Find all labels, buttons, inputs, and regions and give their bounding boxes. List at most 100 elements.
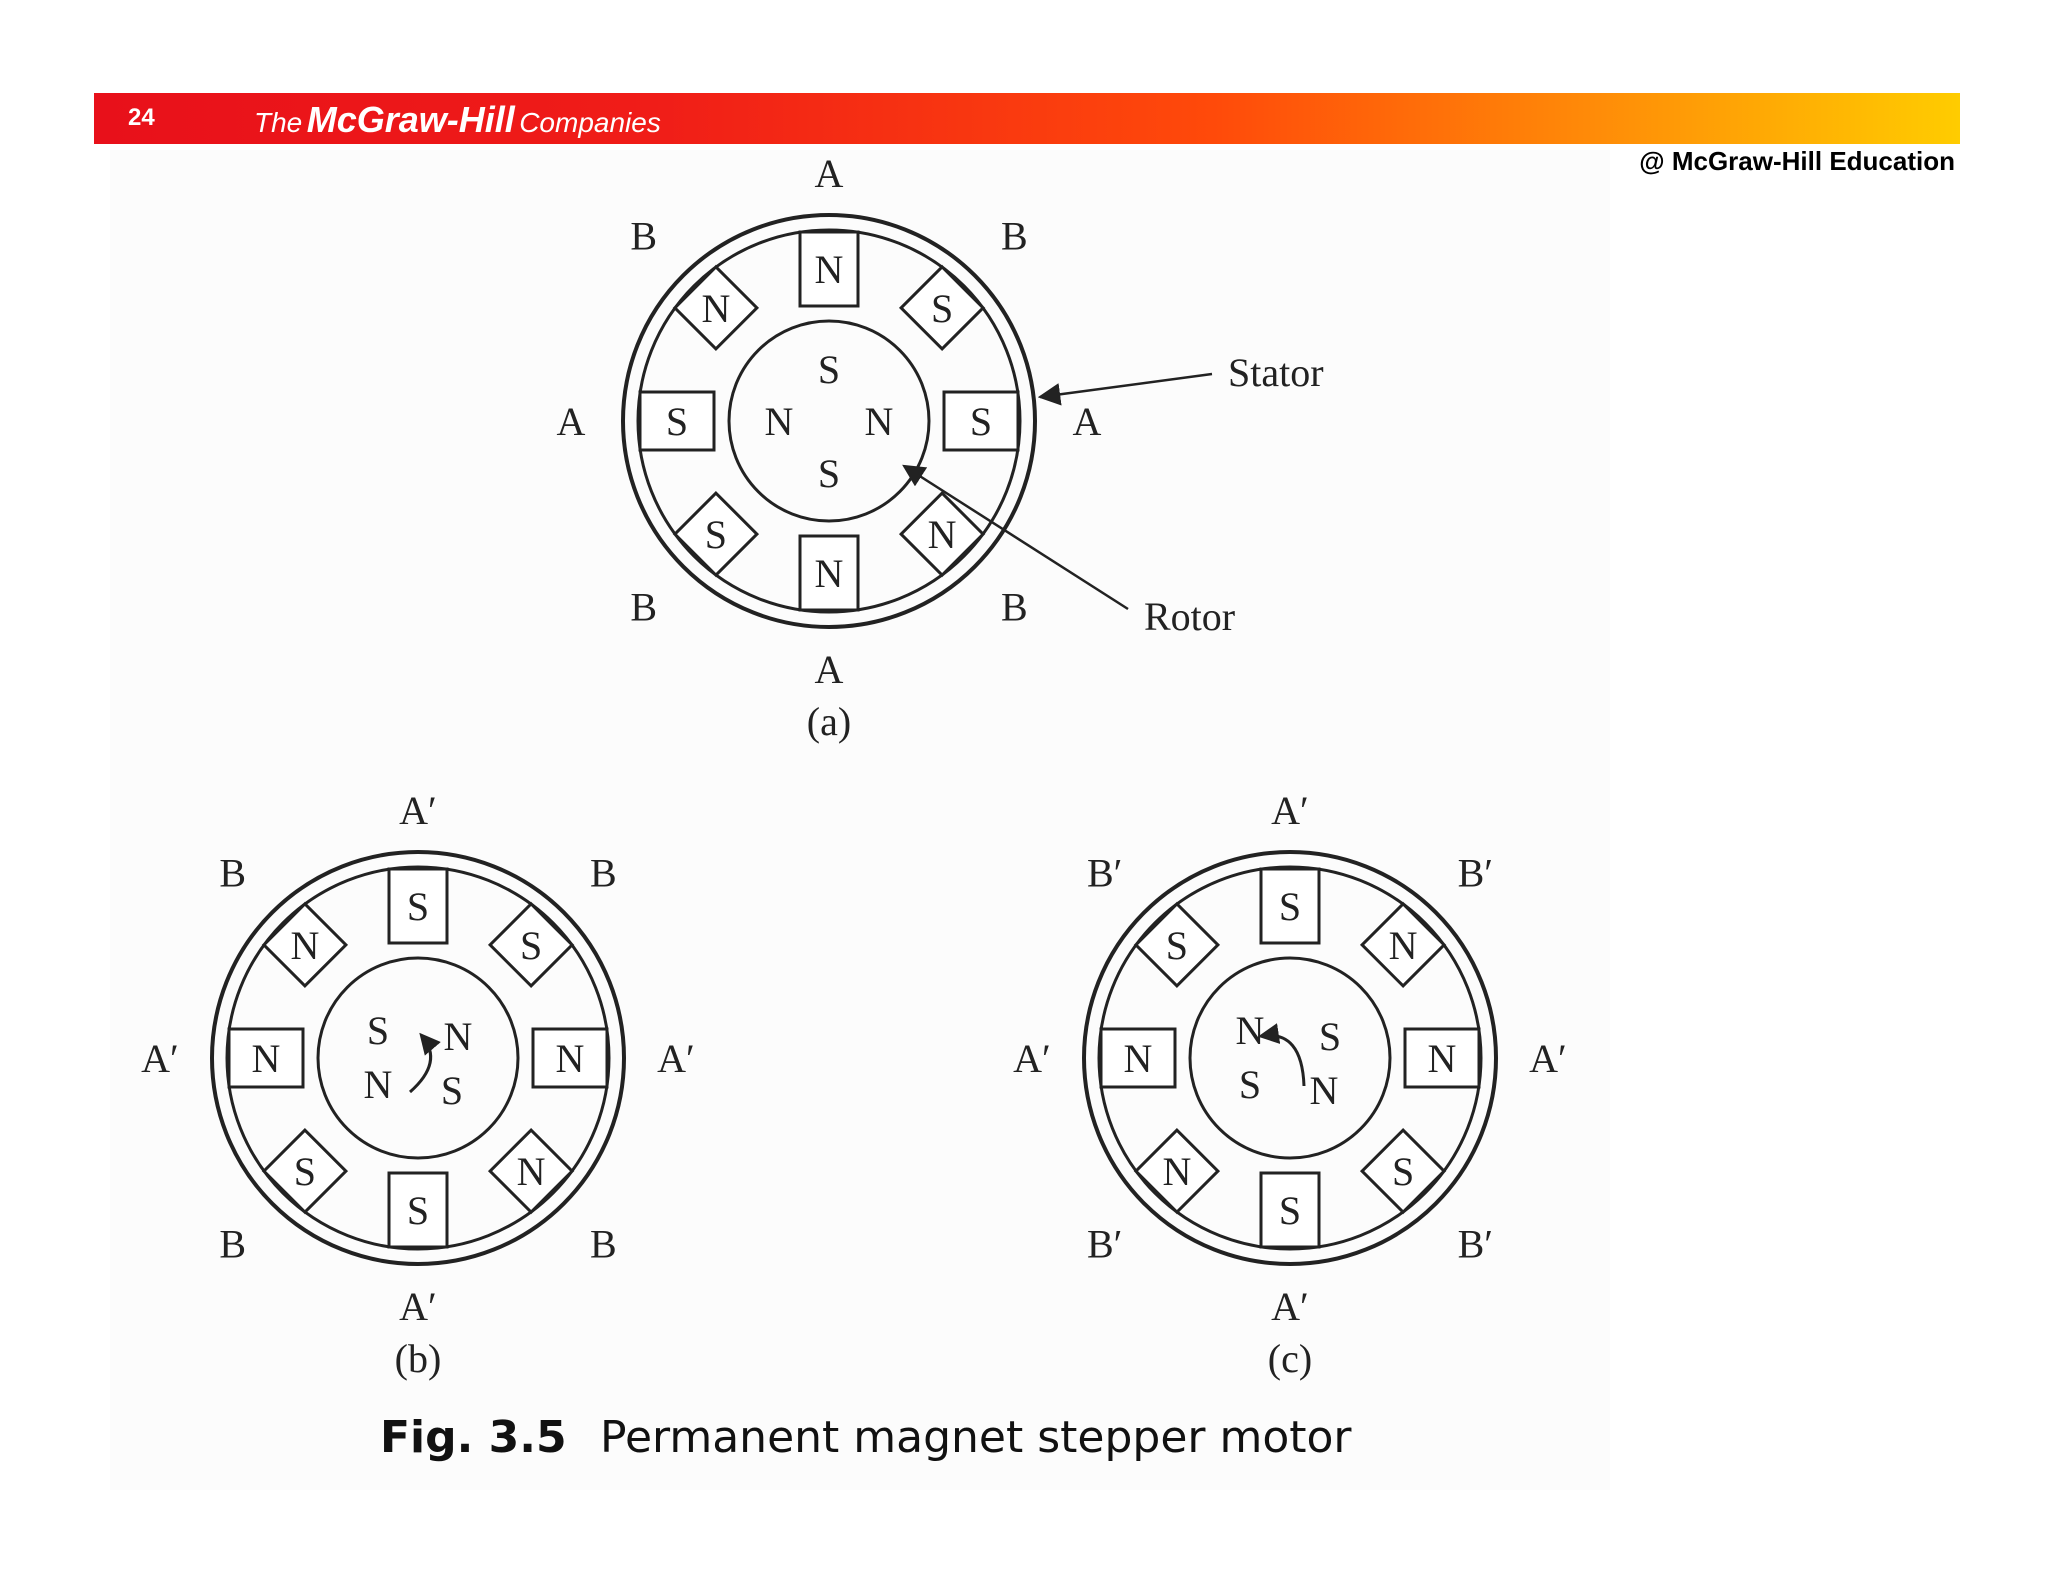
pole-box — [1099, 1027, 1177, 1089]
rotor-pole-lower-right: N — [1310, 1068, 1339, 1113]
pole-box — [261, 1127, 349, 1215]
pole-label: N — [556, 1036, 585, 1081]
winding-label-right: A — [1073, 399, 1102, 444]
rotor-pole-upper-right: S — [1319, 1014, 1341, 1059]
pole-box — [487, 1127, 575, 1215]
pole-box — [1359, 901, 1447, 989]
rotor-circle — [316, 956, 520, 1160]
pole-label: S — [970, 399, 992, 444]
winding-label-top-left: B — [219, 851, 246, 896]
winding-label-left: A′ — [141, 1036, 179, 1081]
pole-label: N — [1124, 1036, 1153, 1081]
rotor-pole-upper-left: N — [1236, 1008, 1265, 1053]
stator-pole-right: N — [531, 1027, 609, 1089]
stator-label: Stator — [1228, 350, 1324, 395]
page-number: 24 — [128, 104, 155, 131]
rotor-pole-lower-left: N — [364, 1062, 393, 1107]
winding-label-bottom: A′ — [1271, 1284, 1309, 1329]
stator-pole-bottom-left: S — [261, 1127, 349, 1215]
pole-box — [227, 1027, 305, 1089]
stator-pole-left: N — [1099, 1027, 1177, 1089]
stator-pole-top-left: S — [1133, 901, 1221, 989]
winding-label-bottom-left: B — [219, 1221, 246, 1266]
pole-box — [261, 901, 349, 989]
pole-box — [942, 390, 1020, 452]
pole-label: S — [1279, 884, 1301, 929]
winding-label-left: A — [557, 399, 586, 444]
motor-caption: (a) — [807, 699, 851, 744]
winding-label-top-right: B′ — [1458, 851, 1493, 896]
stator-outer-ring — [621, 213, 1037, 629]
rotor-circle — [727, 319, 931, 523]
pole-label: N — [815, 247, 844, 292]
winding-label-top: A′ — [1271, 788, 1309, 833]
stator-pole-bottom-left: S — [672, 490, 760, 578]
stator-inner-ring — [1097, 865, 1483, 1251]
stator-pole-top-right: S — [898, 264, 986, 352]
stator-outer-ring — [210, 850, 626, 1266]
stator-pole-left: S — [638, 390, 716, 452]
header-bar: 24 The McGraw-Hill Companies — [94, 93, 1960, 144]
pole-label: N — [1389, 923, 1418, 968]
figure-title: Permanent magnet stepper motor — [600, 1412, 1352, 1463]
pole-box — [487, 901, 575, 989]
stator-pole-top-right: S — [487, 901, 575, 989]
winding-label-bottom-right: B — [1001, 584, 1028, 629]
winding-label-bottom-left: B′ — [1087, 1221, 1122, 1266]
logo-brand: McGraw-Hill — [306, 99, 515, 140]
rotor-pole-upper-right: N — [444, 1014, 473, 1059]
stator-pole-top: N — [798, 230, 860, 308]
winding-label-right: A′ — [657, 1036, 695, 1081]
copyright-notice: @ McGraw-Hill Education — [1639, 146, 1955, 176]
pole-box — [1259, 867, 1321, 945]
pole-label: N — [928, 512, 957, 557]
rotor-pole-left: N — [765, 399, 794, 444]
logo-suffix: Companies — [519, 107, 661, 138]
rotor-pole-top: S — [818, 347, 840, 392]
winding-label-right: A′ — [1529, 1036, 1567, 1081]
pole-box — [672, 490, 760, 578]
stator-pole-right: N — [1403, 1027, 1481, 1089]
stator-pole-bottom-left: N — [1133, 1127, 1221, 1215]
pole-label: N — [815, 551, 844, 596]
figure-area — [110, 150, 1610, 1490]
pole-label: N — [517, 1149, 546, 1194]
pole-label: N — [290, 923, 319, 968]
stator-pole-top-right: N — [1359, 901, 1447, 989]
rotor-pole-lower-right: S — [441, 1068, 463, 1113]
stator-pole-right: S — [942, 390, 1020, 452]
winding-label-top-left: B′ — [1087, 851, 1122, 896]
pole-label: N — [1162, 1149, 1191, 1194]
pole-label: S — [931, 286, 953, 331]
stator-pole-bottom-right: N — [487, 1127, 575, 1215]
pole-box — [898, 264, 986, 352]
rotor-pole-lower-left: S — [1239, 1062, 1261, 1107]
winding-label-top-left: B — [630, 214, 657, 259]
winding-label-bottom-right: B — [590, 1221, 617, 1266]
pole-box — [638, 390, 716, 452]
stator-pole-top-left: N — [672, 264, 760, 352]
pole-box — [798, 534, 860, 612]
pole-label: S — [1166, 923, 1188, 968]
winding-label-top-right: B — [590, 851, 617, 896]
pole-label: N — [252, 1036, 281, 1081]
stator-pole-top: S — [387, 867, 449, 945]
pole-label: S — [1392, 1149, 1414, 1194]
rotor-circle — [1188, 956, 1392, 1160]
winding-label-top: A — [815, 151, 844, 196]
winding-label-bottom: A — [815, 647, 844, 692]
pole-box — [531, 1027, 609, 1089]
pole-label: N — [1428, 1036, 1457, 1081]
pole-box — [798, 230, 860, 308]
rotor-arrow — [902, 464, 1129, 611]
pole-label: S — [407, 1188, 429, 1233]
stator-arrow — [1037, 372, 1213, 406]
figure-number: Fig. 3.5 — [380, 1412, 567, 1463]
motor-caption: (c) — [1268, 1336, 1312, 1381]
pole-box — [1133, 1127, 1221, 1215]
